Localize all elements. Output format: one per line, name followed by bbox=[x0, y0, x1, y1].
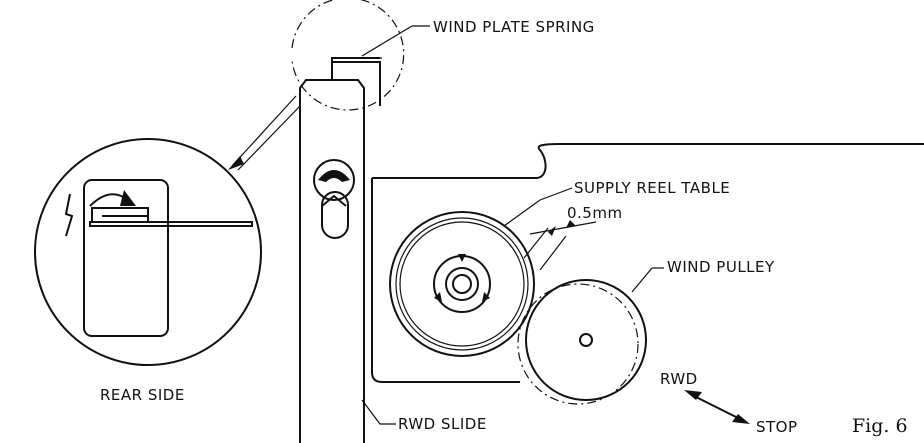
label-rear-side: REAR SIDE bbox=[100, 386, 185, 404]
slide-slot bbox=[321, 191, 349, 239]
label-wind-pulley: WIND PULLEY bbox=[667, 258, 775, 276]
slide-pin-mark bbox=[318, 170, 350, 182]
wind-plate-spring-detail bbox=[291, 0, 430, 111]
rwd-slide-leader bbox=[361, 399, 396, 425]
rwd-stop-arrow bbox=[684, 390, 750, 424]
label-supply-reel-table: SUPPLY REEL TABLE bbox=[574, 179, 730, 197]
label-gap: 0.5mm bbox=[567, 204, 623, 222]
spring-leader bbox=[361, 25, 413, 57]
supply-reel-table bbox=[389, 187, 573, 357]
slide-pin bbox=[313, 159, 355, 201]
chassis bbox=[371, 143, 924, 383]
label-rwd: RWD bbox=[660, 370, 698, 388]
magnifier-leaders bbox=[228, 95, 301, 171]
label-rwd-slide: RWD SLIDE bbox=[398, 415, 487, 433]
label-wind-plate-spring: WIND PLATE SPRING bbox=[433, 18, 595, 36]
rear-side-detail bbox=[34, 138, 262, 366]
gap-dimension bbox=[523, 220, 597, 271]
label-stop: STOP bbox=[756, 418, 798, 436]
figure-number: Fig. 6 bbox=[852, 415, 908, 437]
rwd-slide bbox=[299, 79, 365, 443]
wind-pulley bbox=[517, 267, 664, 405]
